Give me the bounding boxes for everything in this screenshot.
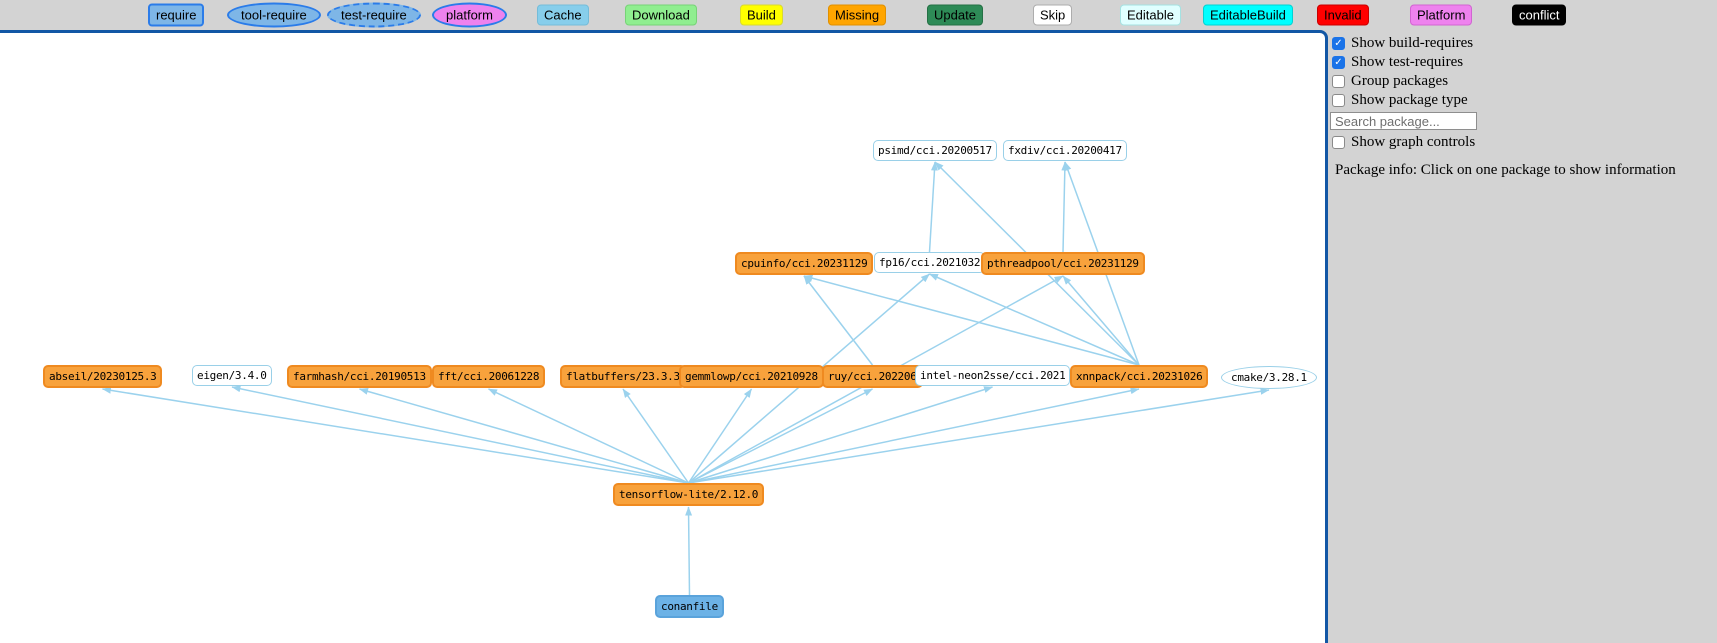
legend-badge-skip: Skip	[1033, 5, 1072, 26]
sidebar: ✓ Show build-requires ✓ Show test-requiresG…	[1328, 30, 1717, 643]
graph-node-tensorflow-lite[interactable]: tensorflow-lite/2.12.0	[613, 483, 764, 506]
checkbox-row-show-test-requires: ✓ Show test-requires	[1330, 53, 1713, 72]
legend-badge-editable: Editable	[1120, 5, 1181, 26]
graph-node-xnnpack[interactable]: xnnpack/cci.20231026	[1070, 365, 1208, 388]
graph-node-farmhash[interactable]: farmhash/cci.20190513	[287, 365, 432, 388]
legend-badge-cache: Cache	[537, 5, 589, 26]
checkbox-show-package-type[interactable]	[1332, 94, 1345, 107]
legend-badge-platform: platform	[432, 3, 507, 28]
graph-edge-tensorflow-lite-to-cmake	[689, 390, 1270, 483]
search-package-input[interactable]	[1330, 112, 1477, 130]
graph-node-fxdiv[interactable]: fxdiv/cci.20200417	[1003, 140, 1127, 161]
checkbox-row-show-graph-controls: Show graph controls	[1330, 133, 1713, 152]
checkbox-row-show-package-type: Show package type	[1330, 91, 1713, 110]
legend-badge-platform: Platform	[1410, 5, 1472, 26]
checkbox-show-test-requires[interactable]: ✓	[1332, 56, 1345, 69]
graph-node-gemmlowp[interactable]: gemmlowp/cci.20210928	[679, 365, 824, 388]
checkbox-row-group-packages: Group packages	[1330, 72, 1713, 91]
graph-edge-xnnpack-to-pthreadpool	[1063, 276, 1139, 365]
graph-node-psimd[interactable]: psimd/cci.20200517	[873, 140, 997, 161]
graph-node-cmake[interactable]: cmake/3.28.1	[1221, 366, 1317, 389]
graph-edge-tensorflow-lite-to-abseil	[103, 389, 689, 483]
graph-node-ruy[interactable]: ruy/cci.202206	[822, 365, 923, 388]
legend-bar: require tool-requiretest-require platform C…	[0, 0, 1717, 30]
graph-edge-conanfile-to-tensorflow-lite	[689, 507, 690, 595]
graph-node-fft[interactable]: fft/cci.20061228	[432, 365, 545, 388]
graph-edge-fp16-to-psimd	[930, 162, 936, 252]
graph-edge-tensorflow-lite-to-flatbuffers	[623, 389, 689, 483]
legend-badge-missing: Missing	[828, 5, 886, 26]
checkbox-label-show-test-requires: Show test-requires	[1351, 54, 1463, 71]
graph-edge-tensorflow-lite-to-intel-neon2sse	[689, 387, 993, 483]
legend-badge-editablebuild: EditableBuild	[1203, 5, 1293, 26]
checkbox-row-show-build-requires: ✓ Show build-requires	[1330, 34, 1713, 53]
graph-edge-xnnpack-to-cpuinfo	[804, 276, 1139, 365]
legend-badge-download: Download	[625, 5, 697, 26]
legend-badge-conflict: conflict	[1512, 5, 1566, 26]
checkbox-show-build-requires[interactable]: ✓	[1332, 37, 1345, 50]
legend-badge-build: Build	[740, 5, 783, 26]
graph-node-pthreadpool[interactable]: pthreadpool/cci.20231129	[981, 252, 1145, 275]
graph-node-cpuinfo[interactable]: cpuinfo/cci.20231129	[735, 252, 873, 275]
graph-node-flatbuffers[interactable]: flatbuffers/23.3.3	[560, 365, 686, 388]
checkbox-label-show-package-type: Show package type	[1351, 92, 1468, 109]
graph-edge-tensorflow-lite-to-fft	[489, 389, 689, 483]
legend-badge-update: Update	[927, 5, 983, 26]
checkbox-show-graph-controls[interactable]	[1332, 136, 1345, 149]
checkbox-label-show-build-requires: Show build-requires	[1351, 35, 1473, 52]
graph-node-fp16[interactable]: fp16/cci.2021032	[874, 252, 985, 273]
package-info-text: Package info: Click on one package to sh…	[1330, 162, 1713, 179]
legend-badge-require: require	[148, 4, 204, 27]
graph-node-conanfile[interactable]: conanfile	[655, 595, 724, 618]
checkbox-label-group-packages: Group packages	[1351, 73, 1448, 90]
legend-badge-tool-require: tool-require	[227, 3, 321, 28]
graph-edge-tensorflow-lite-to-eigen	[232, 387, 689, 483]
graph-edge-pthreadpool-to-fxdiv	[1063, 162, 1065, 252]
checkbox-label-show-graph-controls: Show graph controls	[1351, 134, 1475, 151]
graph-node-intel-neon2sse[interactable]: intel-neon2sse/cci.2021	[915, 365, 1070, 386]
legend-badge-invalid: Invalid	[1317, 5, 1369, 26]
graph-edge-tensorflow-lite-to-farmhash	[360, 389, 689, 483]
graph-edge-xnnpack-to-fp16	[930, 274, 1140, 365]
graph-node-eigen[interactable]: eigen/3.4.0	[192, 365, 272, 386]
graph-edge-ruy-to-cpuinfo	[804, 276, 873, 365]
graph-node-abseil[interactable]: abseil/20230125.3	[43, 365, 162, 388]
graph-edge-tensorflow-lite-to-xnnpack	[689, 389, 1140, 483]
legend-badge-test-require: test-require	[327, 3, 421, 28]
checkbox-group-packages[interactable]	[1332, 75, 1345, 88]
